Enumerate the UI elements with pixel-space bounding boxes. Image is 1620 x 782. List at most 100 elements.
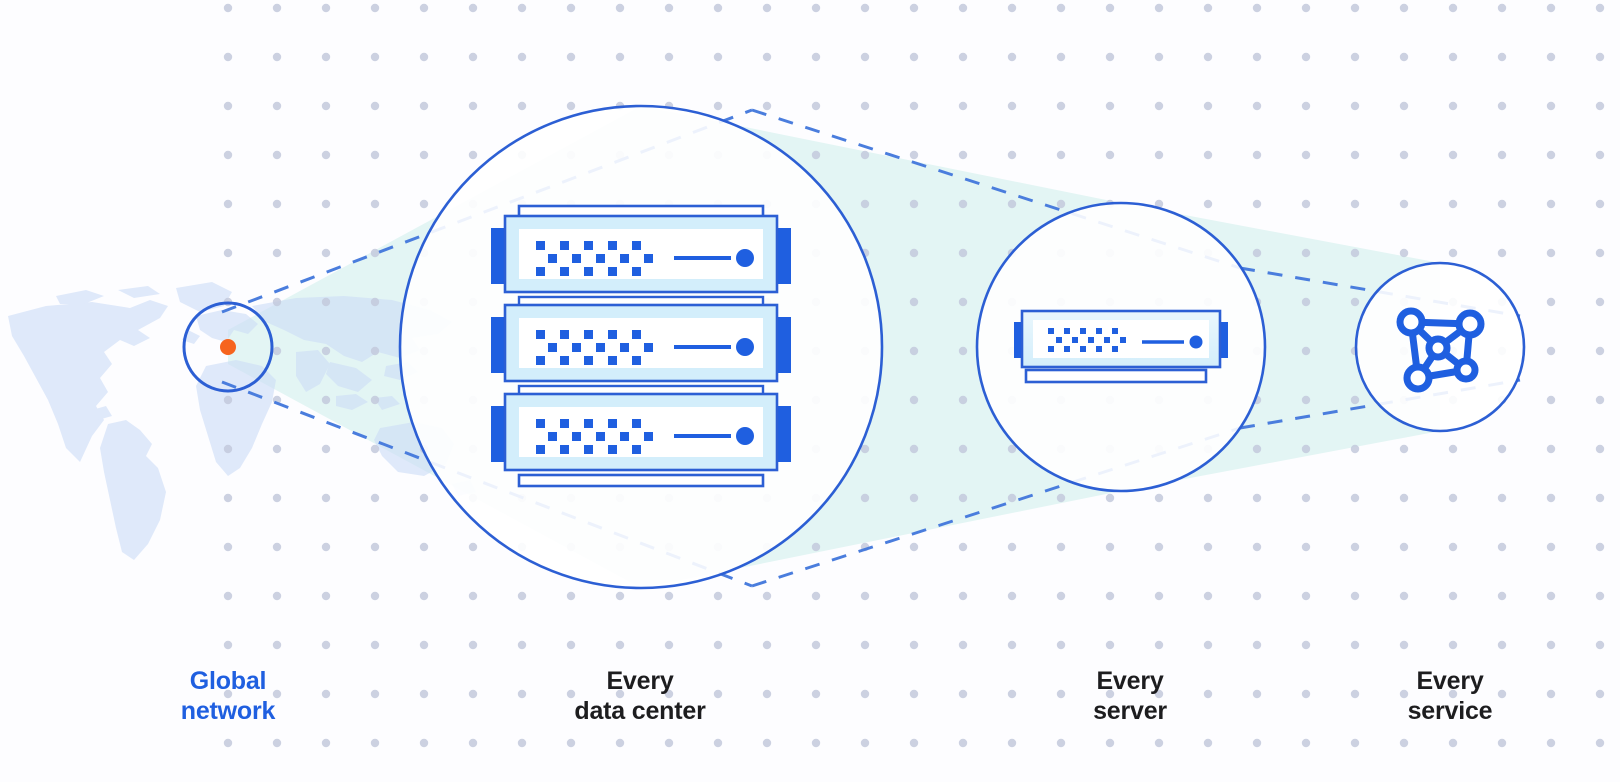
grid-dot bbox=[713, 52, 723, 62]
grid-dot bbox=[860, 738, 870, 748]
grid-dot bbox=[272, 150, 282, 160]
grid-dot bbox=[566, 3, 576, 13]
grid-dot bbox=[958, 248, 968, 258]
grid-dot bbox=[1546, 150, 1556, 160]
grid-dot bbox=[664, 591, 674, 601]
grid-dot bbox=[909, 444, 919, 454]
grid-dot bbox=[811, 150, 821, 160]
grid-dot bbox=[1448, 150, 1458, 160]
grid-dot bbox=[1105, 101, 1115, 111]
grid-dot bbox=[1546, 3, 1556, 13]
grid-dot bbox=[1252, 493, 1262, 503]
grid-dot bbox=[1595, 444, 1605, 454]
grid-dot bbox=[1595, 395, 1605, 405]
grid-dot bbox=[1448, 199, 1458, 209]
grid-dot bbox=[1399, 640, 1409, 650]
grid-dot bbox=[664, 640, 674, 650]
grid-dot bbox=[1154, 150, 1164, 160]
grid-dot bbox=[1350, 542, 1360, 552]
grid-dot bbox=[1497, 3, 1507, 13]
grid-dot bbox=[1301, 52, 1311, 62]
grid-dot bbox=[321, 444, 331, 454]
grid-dot bbox=[1007, 3, 1017, 13]
grid-dot bbox=[811, 3, 821, 13]
grid-dot bbox=[811, 52, 821, 62]
grid-dot bbox=[1595, 3, 1605, 13]
grid-dot bbox=[1252, 542, 1262, 552]
grid-dot bbox=[1252, 248, 1262, 258]
grid-dot bbox=[762, 640, 772, 650]
grid-dot bbox=[762, 689, 772, 699]
grid-dot bbox=[713, 591, 723, 601]
grid-dot bbox=[1007, 689, 1017, 699]
grid-dot bbox=[664, 738, 674, 748]
grid-dot bbox=[1154, 493, 1164, 503]
grid-dot bbox=[909, 52, 919, 62]
grid-dot bbox=[958, 444, 968, 454]
server-rack-icon bbox=[491, 204, 791, 488]
grid-dot bbox=[370, 542, 380, 552]
grid-dot bbox=[1252, 591, 1262, 601]
grid-dot bbox=[321, 689, 331, 699]
grid-dot bbox=[1546, 199, 1556, 209]
grid-dot bbox=[468, 640, 478, 650]
grid-dot bbox=[566, 591, 576, 601]
server-led-pattern bbox=[1048, 328, 1126, 352]
grid-dot bbox=[1595, 150, 1605, 160]
grid-dot bbox=[811, 738, 821, 748]
grid-dot bbox=[909, 689, 919, 699]
grid-dot bbox=[860, 3, 870, 13]
grid-dot bbox=[272, 444, 282, 454]
stage-label-global-network: Global network bbox=[180, 667, 276, 725]
grid-dot bbox=[1203, 199, 1213, 209]
grid-dot bbox=[1350, 444, 1360, 454]
grid-dot bbox=[1056, 52, 1066, 62]
grid-dot bbox=[1007, 738, 1017, 748]
grid-dot bbox=[1497, 444, 1507, 454]
grid-dot bbox=[1301, 3, 1311, 13]
grid-dot bbox=[1252, 199, 1262, 209]
grid-dot bbox=[1007, 493, 1017, 503]
grid-dot bbox=[321, 493, 331, 503]
grid-dot bbox=[860, 640, 870, 650]
grid-dot bbox=[321, 297, 331, 307]
grid-dot bbox=[1399, 591, 1409, 601]
grid-dot bbox=[860, 101, 870, 111]
grid-dot bbox=[1546, 542, 1556, 552]
grid-dot bbox=[1497, 493, 1507, 503]
grid-dot bbox=[1497, 248, 1507, 258]
grid-dot bbox=[370, 591, 380, 601]
grid-dot bbox=[272, 591, 282, 601]
grid-dot bbox=[223, 493, 233, 503]
grid-dot bbox=[370, 346, 380, 356]
grid-dot bbox=[909, 297, 919, 307]
grid-dot bbox=[468, 52, 478, 62]
grid-dot bbox=[1350, 150, 1360, 160]
grid-dot bbox=[1350, 395, 1360, 405]
grid-dot bbox=[1399, 101, 1409, 111]
rack-unit bbox=[491, 392, 791, 472]
grid-dot bbox=[1595, 738, 1605, 748]
grid-dot bbox=[615, 52, 625, 62]
rack-led-pattern bbox=[536, 330, 653, 365]
grid-dot bbox=[1497, 101, 1507, 111]
grid-dot bbox=[1448, 738, 1458, 748]
grid-dot bbox=[272, 101, 282, 111]
grid-dot bbox=[958, 199, 968, 209]
network-nodes-icon bbox=[1396, 307, 1485, 393]
grid-dot bbox=[1105, 640, 1115, 650]
grid-dot bbox=[468, 101, 478, 111]
grid-dot bbox=[321, 3, 331, 13]
grid-dot bbox=[370, 395, 380, 405]
grid-dot bbox=[272, 199, 282, 209]
grid-dot bbox=[468, 591, 478, 601]
grid-dot bbox=[1350, 297, 1360, 307]
grid-dot bbox=[1007, 199, 1017, 209]
grid-dot bbox=[468, 542, 478, 552]
grid-dot bbox=[1203, 689, 1213, 699]
grid-dot bbox=[860, 444, 870, 454]
grid-dot bbox=[1350, 52, 1360, 62]
grid-dot bbox=[1399, 3, 1409, 13]
grid-dot bbox=[1203, 101, 1213, 111]
